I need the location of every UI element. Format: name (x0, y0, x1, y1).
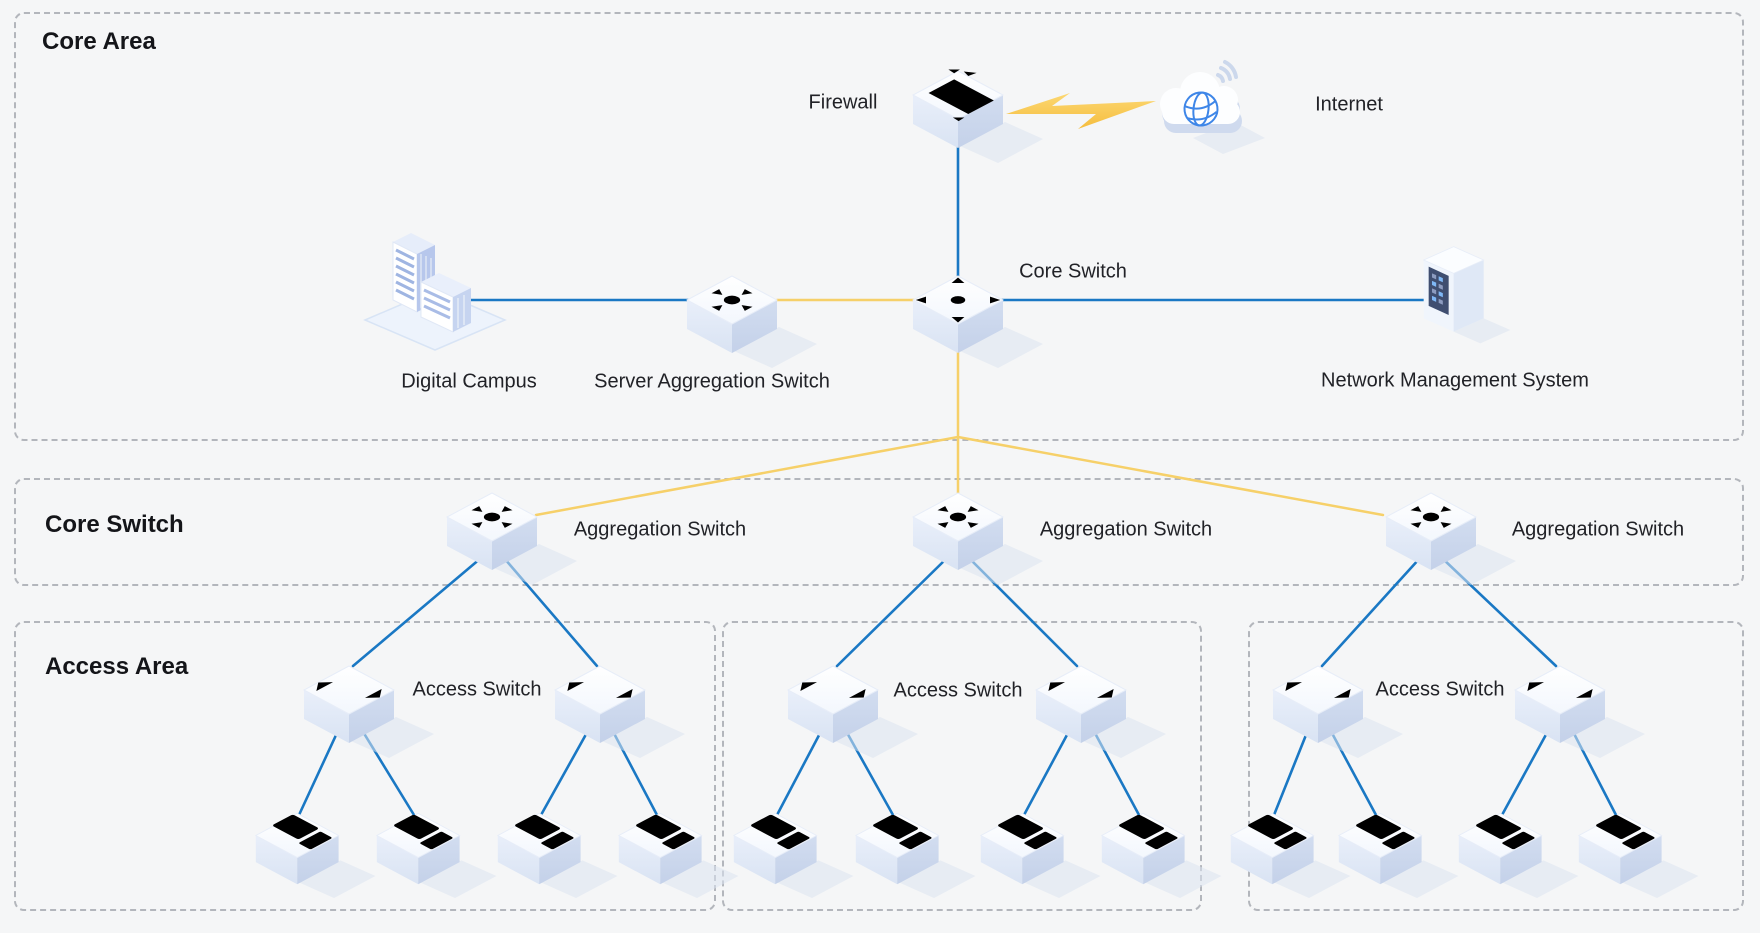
access-switch-icon (1500, 646, 1650, 776)
access-area-box-2 (722, 621, 1202, 911)
pc-icon (1445, 795, 1583, 915)
access-switch-icon (773, 646, 923, 776)
access-switch-icon (540, 646, 690, 776)
access-area-box-1 (14, 621, 716, 911)
access-area-title: Access Area (45, 653, 189, 680)
access-switch-label: Access Switch (1375, 678, 1505, 701)
server-aggregation-switch-icon (672, 256, 822, 386)
link-access3b-pc11 (1500, 718, 1556, 817)
aggregation-switch-icon (1371, 473, 1521, 603)
link-access2a-pc5 (775, 718, 829, 817)
link-access1b-pc3 (539, 718, 596, 817)
pc-icon (720, 795, 858, 915)
link-core-agg1 (534, 435, 960, 517)
core-area-box (14, 12, 1744, 441)
aggregation-band-box (14, 478, 1744, 586)
link-agg2-access2a (835, 556, 949, 668)
firewall-icon (898, 51, 1048, 181)
digital-campus-icon (355, 212, 515, 367)
aggregation-switch-icon (432, 473, 582, 603)
pc-icon (484, 795, 622, 915)
pc-icon (967, 795, 1105, 915)
lightning-bolt-icon (1006, 90, 1158, 132)
internet-label: Internet (1315, 93, 1383, 116)
pc-icon (363, 795, 501, 915)
pc-icon (242, 795, 380, 915)
link-agg1-access1a (351, 556, 483, 668)
access-switch-icon (1258, 646, 1408, 776)
firewall-label: Firewall (808, 91, 878, 114)
core-area-title: Core Area (42, 28, 156, 55)
pc-icon (842, 795, 980, 915)
aggregation-switch-icon (898, 473, 1048, 603)
link-access2b-pc7 (1022, 718, 1077, 817)
access-switch-label: Access Switch (893, 679, 1023, 702)
nms-server-icon (1412, 240, 1512, 360)
nms-label: Network Management System (1321, 369, 1589, 392)
link-core-agg3 (956, 435, 1385, 517)
pc-icon (1325, 795, 1463, 915)
access-switch-icon (289, 646, 439, 776)
aggregation-switch-label: Aggregation Switch (1039, 518, 1213, 541)
core-switch-label: Core Switch (1019, 260, 1127, 283)
aggregation-switch-label: Aggregation Switch (1511, 518, 1685, 541)
digital-campus-label: Digital Campus (401, 370, 537, 393)
access-switch-icon (1021, 646, 1171, 776)
aggregation-switch-label: Aggregation Switch (573, 518, 747, 541)
aggregation-band-title: Core Switch (45, 511, 184, 538)
link-agg3-access3a (1320, 556, 1422, 668)
access-switch-label: Access Switch (412, 678, 542, 701)
access-area-box-3 (1248, 621, 1744, 911)
server-aggregation-switch-label: Server Aggregation Switch (594, 370, 830, 393)
pc-icon (1088, 795, 1226, 915)
pc-icon (1565, 795, 1703, 915)
internet-cloud-icon (1138, 52, 1270, 169)
